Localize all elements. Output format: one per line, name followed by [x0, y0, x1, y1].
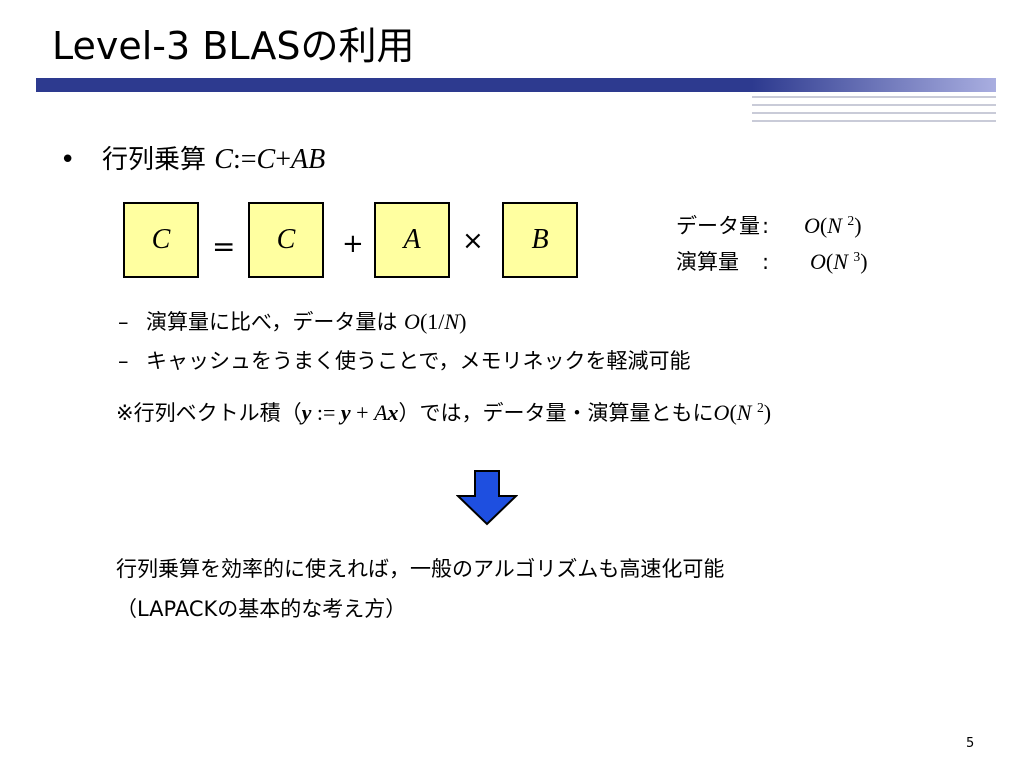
plus-sign: + [342, 229, 364, 259]
note-prefix: ※行列ベクトル積（ [116, 401, 302, 425]
title-bar-solid [36, 78, 752, 92]
order-close: ) [860, 249, 868, 274]
formula-var-y: y [301, 400, 312, 425]
note-formula: y := y + Ax [302, 400, 399, 425]
sub-bullet-order: O(1/N) [404, 309, 466, 334]
sub-bullet-dash: – [118, 310, 129, 334]
down-arrow-icon [456, 470, 518, 526]
sub-bullet-data-ratio: –演算量に比べ，データ量は O(1/N) [118, 307, 466, 337]
formula-assign: := [311, 400, 341, 425]
decor-stripe [752, 120, 996, 122]
order-o: O [804, 213, 820, 238]
decor-stripe [752, 96, 996, 98]
order-open: ( [825, 249, 834, 274]
note-suffix: ）では，データ量・演算量ともに [398, 401, 714, 425]
page-number: 5 [966, 736, 975, 751]
formula-var-x: x [387, 400, 399, 425]
formula-var-y2: y [340, 400, 351, 425]
formula-var-c2: C [256, 144, 276, 175]
data-amount-order: O(N 2) [804, 208, 862, 244]
data-amount-label: データ量 [676, 214, 760, 238]
matrix-box-a: A [374, 202, 450, 278]
conclusion-line-1: 行列乗算を効率的に使えれば，一般のアルゴリズムも高速化可能 [116, 557, 725, 581]
formula-assign: := [232, 144, 257, 175]
sub-bullet-text: 演算量に比べ，データ量は [146, 310, 405, 334]
conclusion-text: 行列乗算を効率的に使えれば，一般のアルゴリズムも高速化可能 （LAPACKの基本… [116, 549, 724, 629]
formula-var-c: C [214, 144, 233, 175]
order-exponent: 3 [853, 248, 861, 264]
order-open: ( [819, 213, 828, 238]
order-open: ( [729, 400, 737, 425]
data-amount-separator: : [762, 214, 770, 238]
bullet-matrix-multiply: •行列乗算 C:=C+AB [60, 140, 325, 180]
formula-var-a: A [374, 400, 388, 425]
equals-sign: = [212, 230, 236, 263]
formula-plus: + [350, 400, 375, 425]
slide-title: Level-3 BLASの利用 [52, 24, 415, 68]
formula-var-ab: AB [291, 144, 326, 175]
order-n: N [827, 213, 848, 238]
decor-stripe [752, 112, 996, 114]
decor-stripe [752, 104, 996, 106]
computation-amount-label: 演算量 [676, 250, 739, 274]
order-close: ) [459, 309, 467, 334]
sub-bullet-cache: –キャッシュをうまく使うことで，メモリネックを軽減可能 [118, 346, 691, 376]
sub-bullet-text: キャッシュをうまく使うことで，メモリネックを軽減可能 [146, 349, 691, 373]
order-exponent: 2 [756, 399, 764, 415]
title-underline-bar [36, 78, 996, 92]
conclusion-line-2: （LAPACKの基本的な考え方） [116, 597, 407, 621]
down-arrow-shape [456, 470, 518, 526]
order-n: N [444, 309, 460, 334]
order-o: O [713, 400, 730, 425]
title-decor-stripes [752, 94, 996, 126]
order-close: ) [854, 213, 862, 238]
bullet-formula: C:=C+AB [214, 144, 325, 175]
bullet-symbol: • [60, 145, 76, 175]
order-n: N [833, 249, 854, 274]
matrix-box-b: B [502, 202, 578, 278]
order-close: ) [763, 400, 772, 425]
order-arg-open: (1/ [419, 309, 445, 334]
computation-amount-separator: : [762, 250, 770, 274]
formula-plus: + [275, 144, 292, 175]
order-o: O [810, 249, 826, 274]
computation-amount-order: O(N 3) [810, 244, 868, 280]
times-sign: × [462, 226, 484, 256]
order-exponent: 2 [847, 212, 855, 228]
order-o: O [404, 309, 420, 334]
matrix-box-c-result: C [123, 202, 199, 278]
note-matrix-vector: ※行列ベクトル積（y := y + Ax）では，データ量・演算量ともにO(N 2… [116, 396, 771, 430]
bullet-text: 行列乗算 [102, 145, 215, 175]
note-order: O(N 2) [714, 400, 772, 425]
order-n: N [736, 400, 757, 425]
title-bar-gradient [752, 78, 996, 92]
matrix-box-c: C [248, 202, 324, 278]
sub-bullet-dash: – [118, 349, 129, 373]
